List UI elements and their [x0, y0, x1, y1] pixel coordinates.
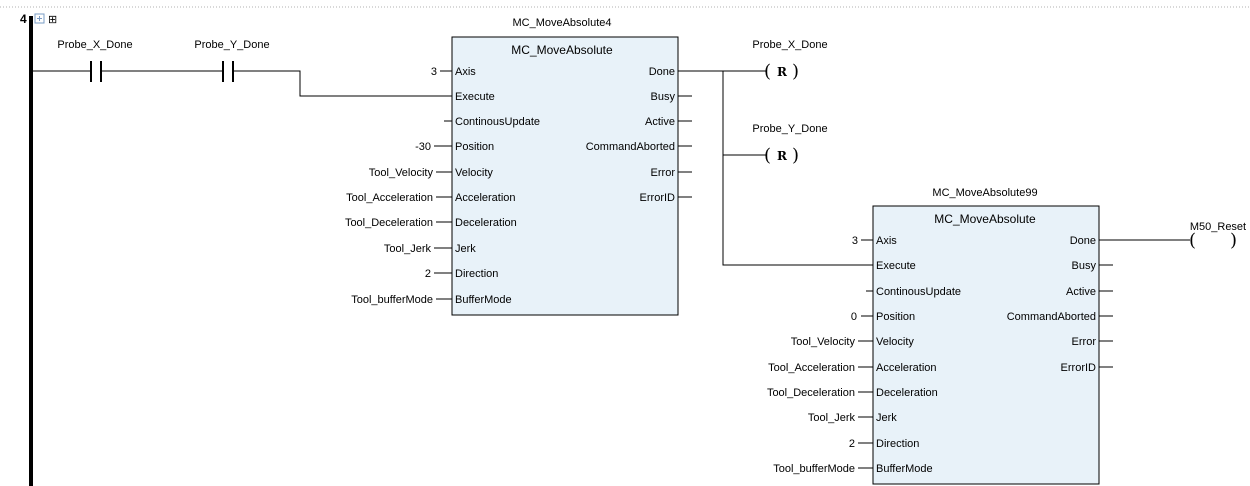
expand-icon[interactable]	[34, 13, 45, 24]
coil-m50-reset[interactable]: ( )	[1189, 230, 1237, 251]
block1-value-axis[interactable]: 3	[431, 66, 437, 78]
block2-type: MC_MoveAbsolute	[934, 212, 1036, 226]
block1-pin-deceleration: Deceleration	[455, 217, 517, 229]
block2-out-error: Error	[1072, 336, 1097, 348]
contact-label-probe-x-done: Probe_X_Done	[57, 39, 132, 51]
block1-pin-buffermode: BufferMode	[455, 294, 512, 306]
block2-instance-name: MC_MoveAbsolute99	[932, 187, 1037, 199]
coil-label-probe-y-done: Probe_Y_Done	[752, 123, 827, 135]
block1-out-error: Error	[651, 167, 676, 179]
block1-value-direction[interactable]: 2	[425, 268, 431, 280]
block1-pin-continousupdate: ContinousUpdate	[455, 116, 540, 128]
block1-box[interactable]	[451, 36, 679, 316]
block2-value-acceleration[interactable]: Tool_Acceleration	[768, 362, 855, 374]
block2-value-velocity[interactable]: Tool_Velocity	[791, 336, 856, 348]
svg-text:R: R	[777, 65, 788, 79]
coil-reset-probe-y[interactable]: ( R )	[764, 145, 799, 166]
svg-text:(: (	[1189, 230, 1196, 251]
coil-label-m50-reset: M50_Reset	[1190, 221, 1246, 233]
block2-value-deceleration[interactable]: Tool_Deceleration	[767, 387, 855, 399]
block1-pin-position: Position	[455, 141, 494, 153]
block1-value-acceleration[interactable]: Tool_Acceleration	[346, 192, 433, 204]
block2-pin-axis: Axis	[876, 235, 897, 247]
rung-wire	[33, 70, 452, 97]
block2-out-done: Done	[1070, 235, 1096, 247]
block2-value-direction[interactable]: 2	[849, 438, 855, 450]
block1-output-pins	[678, 95, 692, 198]
block2-pin-jerk: Jerk	[876, 412, 897, 424]
block1-pin-acceleration: Acceleration	[455, 192, 516, 204]
block2-pin-deceleration: Deceleration	[876, 387, 938, 399]
block1-pin-jerk: Jerk	[455, 243, 476, 255]
svg-text:): )	[1230, 230, 1237, 251]
svg-text:): )	[792, 61, 799, 82]
block1-pin-axis: Axis	[455, 66, 476, 78]
block1-out-active: Active	[645, 116, 675, 128]
contact-probe-y-done[interactable]	[216, 61, 241, 82]
block2-pin-buffermode: BufferMode	[876, 463, 933, 475]
block2-value-buffermode[interactable]: Tool_bufferMode	[773, 463, 855, 475]
done-wire	[678, 70, 873, 266]
coil-reset-probe-x[interactable]: ( R )	[764, 61, 799, 82]
block2-out-busy: Busy	[1072, 260, 1097, 272]
block1-value-velocity[interactable]: Tool_Velocity	[369, 167, 434, 179]
block2-out-commandaborted: CommandAborted	[1007, 311, 1096, 323]
block1-out-busy: Busy	[651, 91, 676, 103]
block2-value-position[interactable]: 0	[851, 311, 857, 323]
block1-value-deceleration[interactable]: Tool_Deceleration	[345, 217, 433, 229]
network-number: 4	[20, 12, 27, 26]
block2-pin-continousupdate: ContinousUpdate	[876, 286, 961, 298]
block1-value-jerk[interactable]: Tool_Jerk	[384, 243, 432, 255]
block2-output-pins	[1099, 264, 1113, 368]
expand-symbol-text: ⊞	[48, 14, 57, 26]
block1-pin-direction: Direction	[455, 268, 498, 280]
coil-label-probe-x-done: Probe_X_Done	[752, 39, 827, 51]
svg-text:): )	[792, 145, 799, 166]
block2-pin-execute: Execute	[876, 260, 916, 272]
contact-probe-x-done[interactable]	[84, 61, 108, 82]
block1-inputs	[434, 70, 452, 300]
block2-pin-acceleration: Acceleration	[876, 362, 937, 374]
block2-value-jerk[interactable]: Tool_Jerk	[808, 412, 856, 424]
svg-text:R: R	[777, 149, 788, 163]
block1-type: MC_MoveAbsolute	[511, 43, 613, 57]
block2-pin-position: Position	[876, 311, 915, 323]
block1-value-buffermode[interactable]: Tool_bufferMode	[351, 294, 433, 306]
svg-text:(: (	[764, 61, 771, 82]
block1-out-errorid: ErrorID	[640, 192, 676, 204]
block1-value-position[interactable]: -30	[415, 141, 431, 153]
svg-text:(: (	[764, 145, 771, 166]
block2-inputs	[858, 239, 873, 469]
block2-pin-direction: Direction	[876, 438, 919, 450]
block2-out-errorid: ErrorID	[1061, 362, 1097, 374]
block1-pin-execute: Execute	[455, 91, 495, 103]
block2-box[interactable]	[872, 205, 1100, 485]
contact-label-probe-y-done: Probe_Y_Done	[194, 39, 269, 51]
block2-pin-velocity: Velocity	[876, 336, 914, 348]
block1-instance-name: MC_MoveAbsolute4	[512, 17, 611, 29]
left-power-rail	[29, 16, 33, 486]
block1-out-done: Done	[649, 66, 675, 78]
block2-value-axis[interactable]: 3	[852, 235, 858, 247]
block2-out-active: Active	[1066, 286, 1096, 298]
block1-pin-velocity: Velocity	[455, 167, 493, 179]
block1-out-commandaborted: CommandAborted	[586, 141, 675, 153]
